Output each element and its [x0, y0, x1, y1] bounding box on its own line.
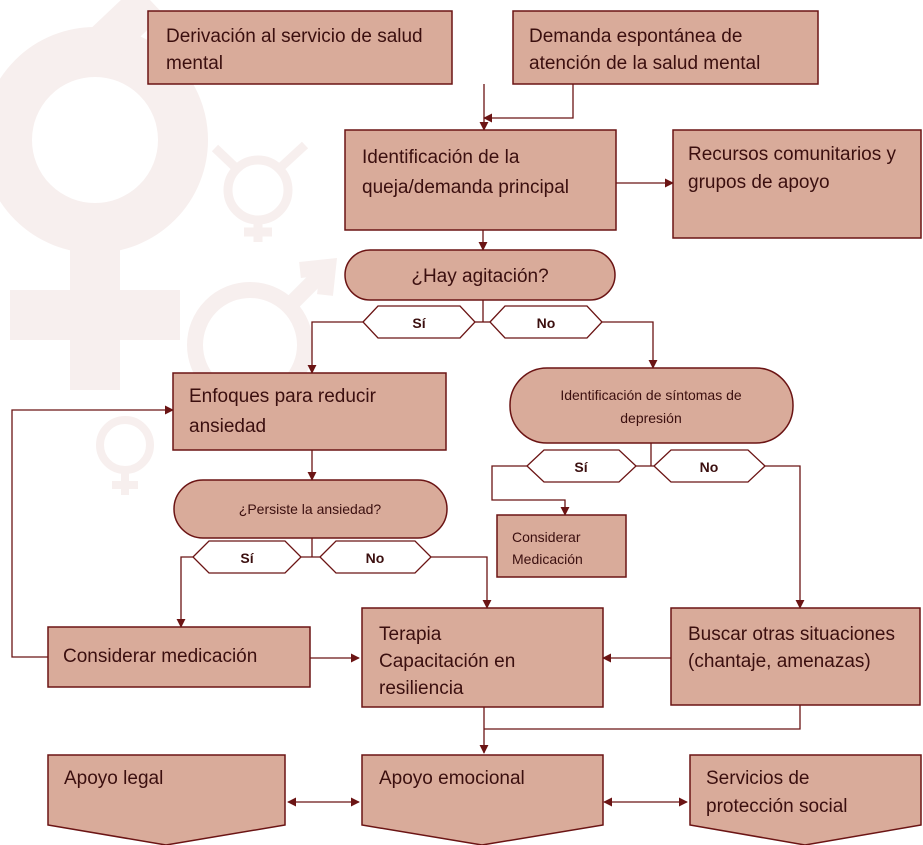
persiste-no-label: No: [366, 550, 385, 566]
connector-persiste-yes: [176, 556, 193, 628]
servicios-offpage-shape: [689, 754, 922, 845]
demanda-line-1: Demanda espontánea de: [529, 26, 742, 47]
apoyo-emocional-label: Apoyo emocional: [379, 768, 525, 789]
sintomas-yes-label: Sí: [574, 459, 588, 475]
connectors: [11, 84, 805, 807]
derivacion-line-2: mental: [166, 53, 223, 74]
agitacion-label: ¿Hay agitación?: [411, 266, 548, 287]
terapia-line-3: resiliencia: [379, 678, 464, 699]
considerar-medicacion-small-box: [496, 514, 627, 578]
derivacion-box: [147, 10, 453, 85]
connector-sintomas-yes: [491, 465, 570, 516]
sintomas-line-1: Identificación de síntomas de: [560, 387, 742, 403]
recursos-box: [672, 129, 922, 239]
agitacion-no-hex: [489, 305, 603, 339]
servicios-line-1: Servicios de: [706, 768, 810, 789]
connector-buscar-merge: [484, 705, 801, 730]
identificacion-box: [344, 129, 617, 231]
demanda-box: [512, 10, 819, 85]
connector-agitacion-yes: [307, 321, 363, 374]
sintomas-no-hex: [653, 449, 766, 483]
connector-sintomas-no: [765, 465, 805, 609]
considerar-medicacion-box: [47, 626, 311, 688]
persiste-yes-label: Sí: [240, 550, 254, 566]
recursos-line-1: Recursos comunitarios y: [688, 144, 897, 165]
enfoques-box: [172, 372, 447, 451]
buscar-line-2: (chantaje, amenazas): [688, 651, 871, 672]
connector-agitacion-no: [602, 321, 658, 369]
considerar-small-line-1: Considerar: [512, 529, 581, 545]
identificacion-line-1: Identificación de la: [362, 147, 520, 168]
demanda-line-2: atención de la salud mental: [529, 53, 760, 74]
servicios-line-2: protección social: [706, 796, 848, 817]
derivacion-line-1: Derivación al servicio de salud: [166, 26, 423, 47]
persiste-no-hex: [319, 540, 432, 574]
terapia-line-2: Capacitación en: [379, 651, 515, 672]
terapia-box: [361, 607, 604, 708]
agitacion-no-label: No: [537, 315, 556, 331]
persiste-terminal: [173, 479, 448, 539]
apoyo-emocional-offpage-shape: [361, 754, 604, 845]
apoyo-legal-offpage-shape: [47, 754, 286, 845]
connector-demanda: [483, 84, 574, 123]
sintomas-terminal: [509, 367, 794, 444]
female-symbol-icon: [0, 0, 208, 390]
agitacion-terminal: [344, 249, 616, 301]
considerar-medicacion-label: Considerar medicación: [63, 646, 257, 667]
buscar-line-1: Buscar otras situaciones: [688, 624, 895, 645]
agitacion-yes-label: Sí: [412, 315, 426, 331]
enfoques-line-1: Enfoques para reducir: [189, 386, 377, 407]
connector-loop-to-enfoques: [11, 405, 174, 658]
sintomas-line-2: depresión: [620, 410, 682, 426]
watermark-background: [0, 0, 338, 495]
terapia-line-1: Terapia: [379, 624, 442, 645]
apoyo-legal-label: Apoyo legal: [64, 768, 163, 789]
persiste-label: ¿Persiste la ansiedad?: [239, 501, 382, 517]
identificacion-line-2: queja/demanda principal: [362, 177, 569, 198]
considerar-small-line-2: Medicación: [512, 551, 583, 567]
sintomas-no-label: No: [700, 459, 719, 475]
connector-persiste-no: [431, 556, 492, 609]
buscar-box: [670, 607, 921, 706]
recursos-line-2: grupos de apoyo: [688, 172, 830, 193]
small-transgender-symbol-icon: [96, 416, 154, 495]
transgender-symbol-icon: [211, 141, 309, 242]
enfoques-line-2: ansiedad: [189, 416, 266, 437]
